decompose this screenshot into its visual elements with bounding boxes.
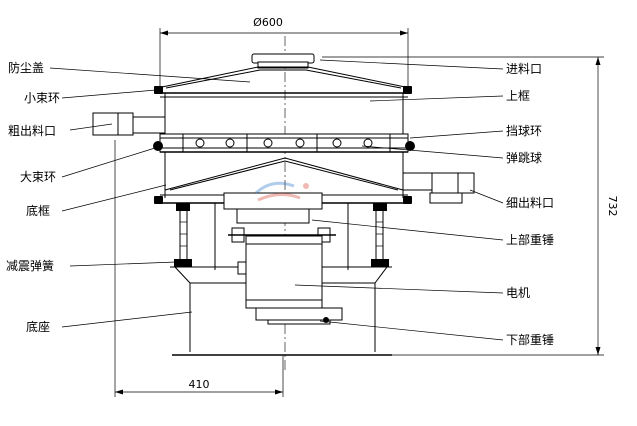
spring-left	[174, 203, 192, 267]
label-fine-outlet: 细出料口	[506, 196, 554, 210]
motor	[237, 235, 323, 309]
label-upper-weight: 上部重锤	[506, 232, 554, 247]
dimension-base-width: 410	[114, 140, 284, 397]
large-clamp-ring-right	[405, 141, 415, 151]
leader-lines	[49, 59, 504, 341]
spring-right	[371, 203, 389, 267]
bottom-frame	[160, 151, 408, 198]
watermark-logo	[254, 181, 309, 202]
small-clamp-ring-right	[403, 86, 412, 94]
label-small-clamp-ring: 小束环	[24, 91, 60, 105]
upper-frame	[160, 92, 408, 135]
small-clamp-ring-left	[154, 86, 163, 94]
label-lower-weight: 下部重锤	[506, 332, 554, 347]
dimension-base-width-label: 410	[189, 378, 210, 391]
left-labels: 防尘盖 小束环 粗出料口 大束环 底框 减震弹簧 底座	[6, 60, 60, 334]
label-base: 底座	[26, 319, 50, 334]
coarse-outlet	[92, 112, 165, 136]
label-upper-frame: 上框	[506, 89, 530, 103]
label-large-clamp-ring: 大束环	[20, 170, 56, 184]
dust-cover	[161, 66, 406, 89]
label-bottom-frame: 底框	[26, 203, 50, 218]
bottom-ring-left	[154, 196, 163, 204]
dimension-total-height-label: 732	[606, 196, 619, 217]
dimension-total-height: 732	[322, 56, 619, 356]
label-dust-cover: 防尘盖	[8, 60, 44, 75]
lower-weight	[255, 307, 343, 325]
dimension-top-diameter-label: Ø600	[253, 16, 283, 29]
bottom-ring-right	[403, 196, 412, 204]
right-labels: 进料口 上框 挡球环 弹跳球 细出料口 上部重锤 电机 下部重锤	[506, 62, 554, 347]
inlet-pipe	[251, 53, 315, 69]
label-coarse-outlet: 粗出料口	[8, 124, 56, 138]
bouncing-balls	[195, 138, 373, 148]
upper-weight	[223, 192, 336, 243]
label-ball-retaining-ring: 挡球环	[506, 124, 542, 138]
label-damping-spring: 减震弹簧	[6, 258, 54, 273]
label-bouncing-ball: 弹跳球	[506, 151, 542, 165]
label-motor: 电机	[506, 286, 530, 300]
fine-outlet	[403, 172, 475, 204]
label-inlet: 进料口	[506, 62, 542, 76]
dimension-top-diameter: Ø600	[159, 16, 409, 88]
large-clamp-ring-left	[153, 141, 163, 151]
